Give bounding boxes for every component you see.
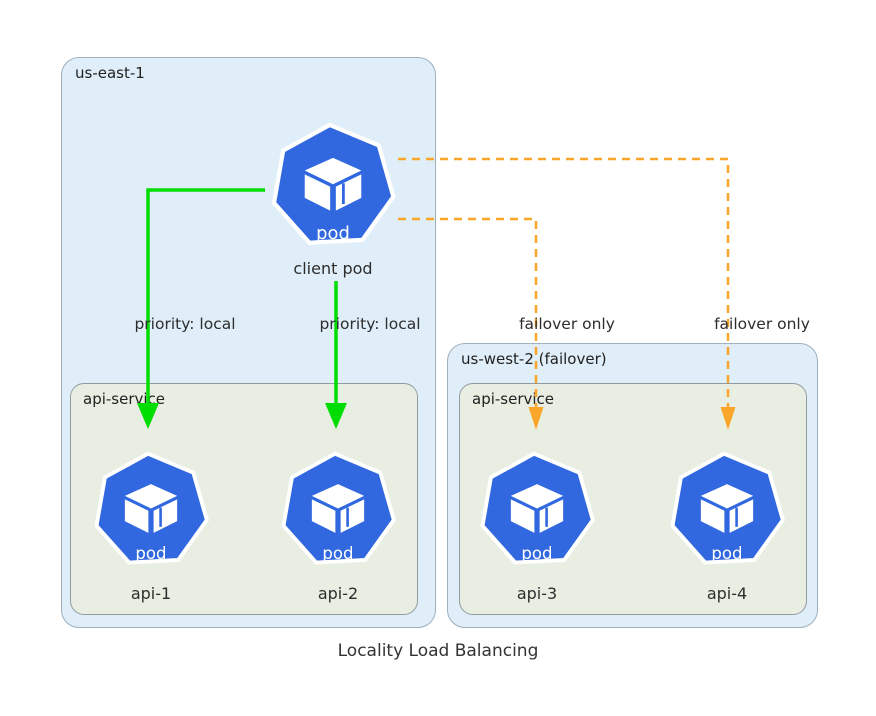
pod-icon-client-word: pod	[316, 223, 350, 244]
region-us-east-1-label: us-east-1	[75, 64, 145, 82]
service-api-service-east-label: api-service	[83, 390, 166, 408]
caption-api-3: api-3	[516, 584, 558, 603]
pod-icon-api-1: pod	[90, 451, 211, 567]
edge-label-failover-only-2: failover only	[714, 315, 810, 333]
pod-icon-api-2: pod	[277, 451, 398, 567]
pod-icon-api-4-word: pod	[711, 544, 742, 563]
caption-api-1: api-1	[130, 584, 172, 603]
caption-api-2: api-2	[317, 584, 359, 603]
edge-label-priority-local-1: priority: local	[134, 315, 236, 333]
pod-icon-api-1-word: pod	[135, 544, 166, 563]
pod-icon-api-4: pod	[666, 451, 787, 567]
pod-icon-api-2-word: pod	[322, 544, 353, 563]
region-us-west-2-label: us-west-2 (failover)	[461, 350, 607, 368]
diagram-title: Locality Load Balancing	[337, 641, 539, 661]
pod-icon-api-3-word: pod	[521, 544, 552, 563]
edge-label-priority-local-2: priority: local	[319, 315, 421, 333]
edge-label-failover-only-1: failover only	[519, 315, 615, 333]
caption-api-4: api-4	[706, 584, 748, 603]
caption-client-pod: client pod	[293, 259, 373, 278]
pod-icon-api-3: pod	[476, 451, 597, 567]
pod-icon-client: pod	[267, 122, 399, 254]
service-api-service-west-label: api-service	[472, 390, 555, 408]
